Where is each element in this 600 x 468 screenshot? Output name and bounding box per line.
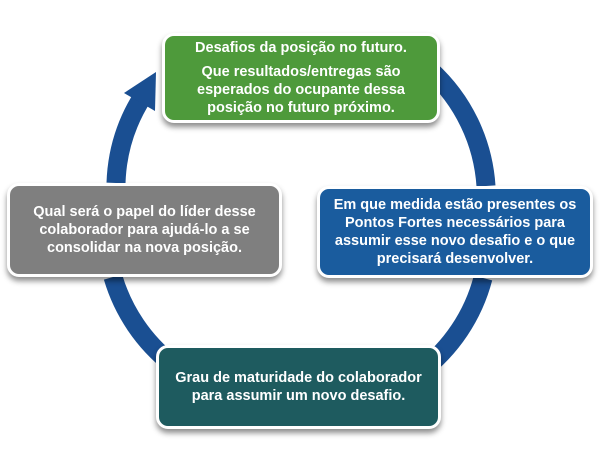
- node-maturity: Grau de maturidade do colaborador para a…: [156, 345, 441, 429]
- node-strengths: Em que medida estão presentes os Pontos …: [317, 186, 593, 278]
- ring-segment-top-right: [423, 62, 496, 187]
- node-future-challenges-title: Desafios da posição no futuro.: [195, 39, 407, 56]
- node-future-challenges-body: Que resultados/entregas são esperados do…: [197, 63, 405, 117]
- node-leader-role-text: Qual será o papel do líder desse colabor…: [33, 203, 256, 257]
- node-strengths-text: Em que medida estão presentes os Pontos …: [333, 196, 577, 268]
- node-maturity-text: Grau de maturidade do colaborador para a…: [175, 369, 422, 404]
- node-leader-role: Qual será o papel do líder desse colabor…: [7, 183, 282, 277]
- node-future-challenges: Desafios da posição no futuro. Que resul…: [162, 33, 440, 123]
- arrowhead-icon: [124, 72, 156, 111]
- ring-segment-left-top: [106, 90, 152, 184]
